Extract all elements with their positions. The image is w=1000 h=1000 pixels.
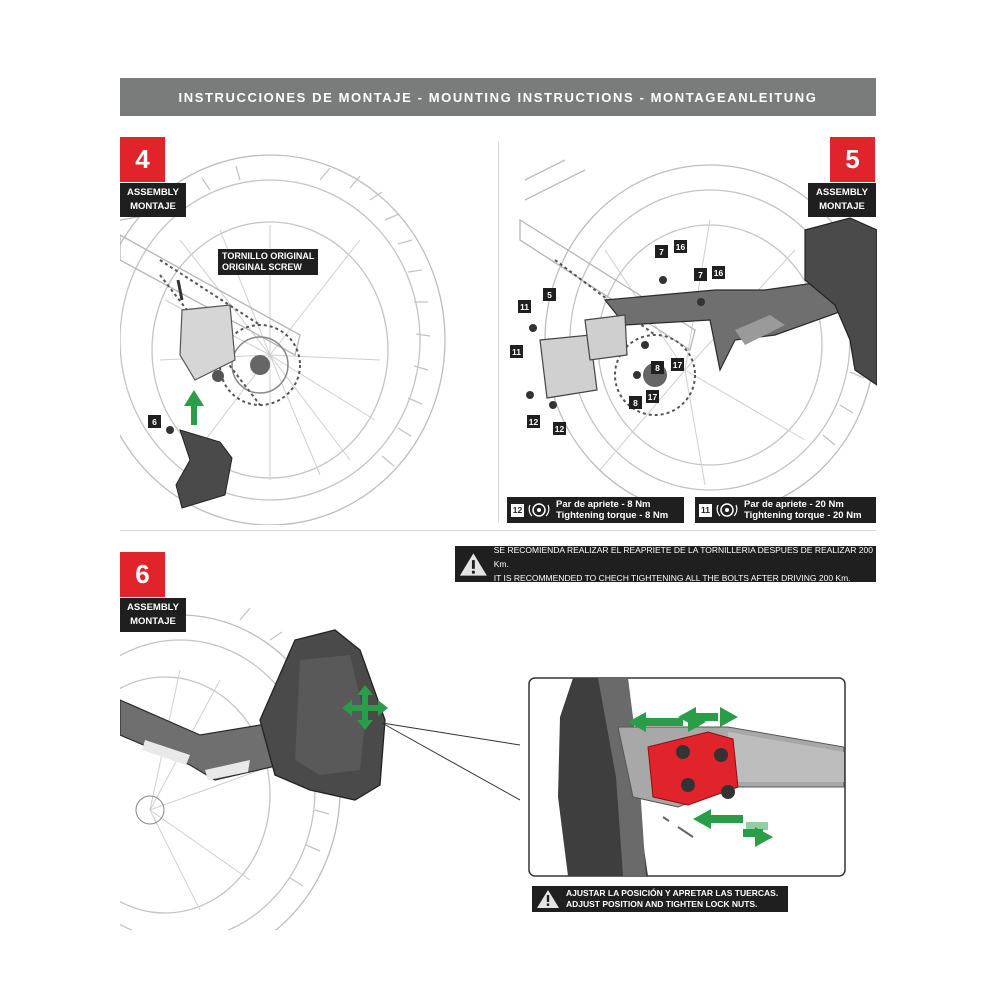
- step-number-text: 4: [135, 144, 150, 174]
- part-number-text: 17: [672, 359, 683, 370]
- warning-icon: [459, 553, 487, 576]
- part-number-6: 6: [148, 415, 161, 428]
- panel-divider-horizontal: [120, 530, 876, 531]
- part-number-5: 5: [543, 288, 556, 301]
- page-header: INSTRUCCIONES DE MONTAJE - MOUNTING INST…: [120, 78, 876, 116]
- part-number-text: 8: [633, 397, 638, 408]
- step-label-es: MONTAJE: [130, 616, 176, 627]
- step-label-es: MONTAJE: [819, 201, 865, 212]
- warning-line-en: IT IS RECOMMENDED TO CHECH TIGHTENING AL…: [493, 573, 851, 583]
- step5-illustration: [519, 159, 877, 500]
- part-number-12: 12: [553, 422, 566, 435]
- step-number-6: 6: [120, 552, 165, 597]
- step-number-5: 5: [830, 137, 875, 182]
- part-number-text: 12: [528, 416, 539, 427]
- panel-divider-vertical: [498, 142, 499, 522]
- part-number-11: 11: [510, 345, 523, 358]
- part-number-text: 7: [698, 269, 703, 280]
- part-number-7: 7: [694, 268, 707, 281]
- part-number-text: 5: [547, 289, 552, 300]
- up-arrow-icon: [184, 390, 204, 425]
- retighten-warning: SE RECOMIENDA REALIZAR EL REAPRIETE DE L…: [455, 545, 876, 583]
- warning-icon: [537, 890, 559, 908]
- part-number-11: 11: [518, 300, 531, 313]
- part-number-text: 8: [655, 362, 660, 373]
- part-number-text: 11: [520, 301, 529, 312]
- step-number-text: 5: [845, 144, 860, 174]
- detail-zoom-box: [528, 677, 846, 877]
- screw-label-en: ORIGINAL SCREW: [222, 262, 302, 272]
- step-number-text: 6: [135, 559, 150, 589]
- torque-line-es: Par de apriete - 8 Nm: [556, 499, 651, 510]
- part-number-16: 16: [674, 240, 687, 253]
- step-label-4: ASSEMBLY MONTAJE: [120, 183, 186, 217]
- part-number-17: 17: [646, 390, 659, 403]
- part-number-text: 6: [152, 416, 157, 427]
- original-screw-label: TORNILLO ORIGINAL ORIGINAL SCREW: [218, 249, 319, 275]
- torque-line-es: Par de apriete - 20 Nm: [744, 499, 844, 510]
- torque-spec-12: 12 Par de apriete - 8 Nm Tightening torq…: [507, 497, 684, 523]
- step-label-en: ASSEMBLY: [127, 187, 179, 198]
- part-number-text: 11: [512, 346, 521, 357]
- page-title: INSTRUCCIONES DE MONTAJE - MOUNTING INST…: [178, 89, 818, 105]
- part-number-12: 12: [527, 415, 540, 428]
- part-number-text: 7: [659, 246, 664, 257]
- part-number-text: 12: [511, 503, 524, 517]
- part-number-7: 7: [655, 245, 668, 258]
- step-number-4: 4: [120, 137, 165, 182]
- warning-line-en: ADJUST POSITION AND TIGHTEN LOCK NUTS.: [566, 899, 758, 909]
- part-number-text: 11: [699, 503, 712, 517]
- warning-line-es: AJUSTAR LA POSICIÓN Y APRETAR LAS TUERCA…: [566, 888, 779, 898]
- torque-spec-11: 11 Par de apriete - 20 Nm Tightening tor…: [695, 497, 876, 523]
- part-number-17: 17: [671, 358, 684, 371]
- part-number-16: 16: [712, 266, 725, 279]
- torque-line-en: Tightening torque - 20 Nm: [744, 510, 862, 521]
- step-label-6: ASSEMBLY MONTAJE: [120, 598, 186, 632]
- part-number-8: 8: [629, 396, 642, 409]
- part-number-text: 12: [554, 423, 565, 434]
- step-label-en: ASSEMBLY: [127, 602, 179, 613]
- part-number-8: 8: [651, 361, 664, 374]
- step-label-es: MONTAJE: [130, 201, 176, 212]
- part-number-text: 16: [713, 267, 724, 278]
- adjust-warning: AJUSTAR LA POSICIÓN Y APRETAR LAS TUERCA…: [532, 886, 788, 912]
- step-label-en: ASSEMBLY: [816, 187, 868, 198]
- part-number-text: 16: [675, 241, 686, 252]
- move-arrows-icon: [342, 685, 388, 730]
- step6-illustration: [120, 607, 520, 930]
- torque-wrench-icon: [528, 503, 550, 517]
- screw-label-es: TORNILLO ORIGINAL: [222, 251, 315, 261]
- warning-line-es: SE RECOMIENDA REALIZAR EL REAPRIETE DE L…: [493, 545, 873, 569]
- part-number-text: 17: [647, 391, 658, 402]
- step-label-5: ASSEMBLY MONTAJE: [808, 183, 876, 217]
- torque-wrench-icon: [716, 503, 738, 517]
- torque-line-en: Tightening torque - 8 Nm: [556, 510, 669, 521]
- step4-illustration: [120, 154, 446, 525]
